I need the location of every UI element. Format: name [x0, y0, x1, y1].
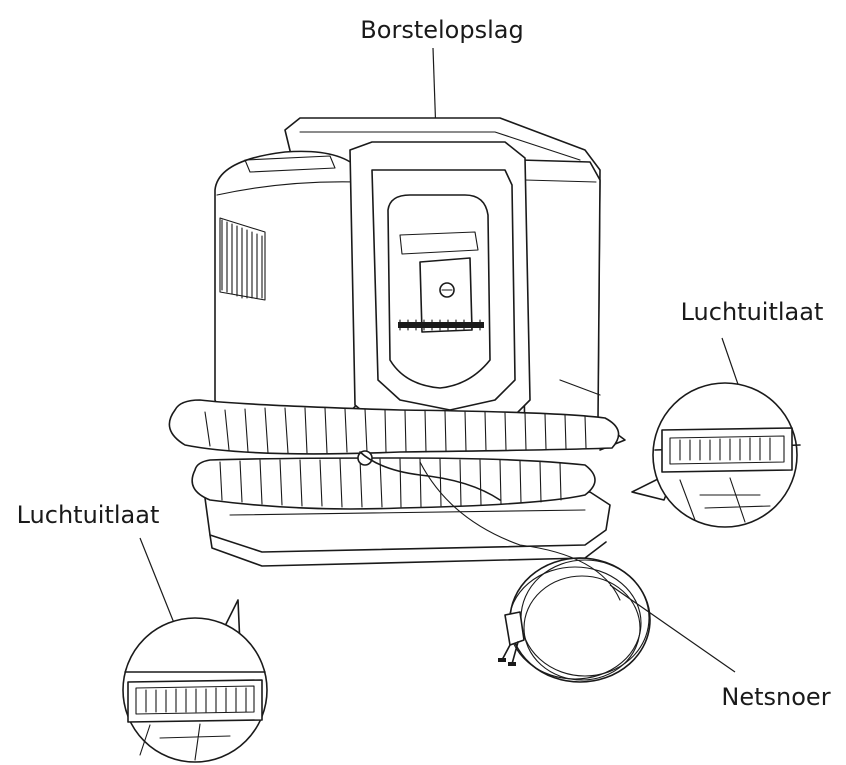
leader-air-outlet-left — [139, 537, 177, 629]
magnifier-air-outlet-left — [122, 599, 268, 763]
cleaner-illustration — [122, 117, 801, 763]
label-air-outlet-right: Luchtuitlaat — [681, 298, 824, 326]
label-power-cord: Netsnoer — [721, 683, 830, 711]
left-tank — [214, 150, 361, 423]
center-column — [349, 141, 531, 441]
brush-bristles — [398, 322, 484, 328]
power-plug — [504, 611, 525, 646]
power-cord-coil — [419, 461, 651, 683]
tank-vent-grille — [219, 217, 266, 301]
label-air-outlet-left: Luchtuitlaat — [17, 501, 160, 529]
magnifier-air-outlet-right — [631, 382, 801, 528]
coiled-hose — [168, 399, 620, 510]
right-tank — [519, 159, 626, 451]
label-brush-storage: Borstelopslag — [360, 16, 523, 44]
